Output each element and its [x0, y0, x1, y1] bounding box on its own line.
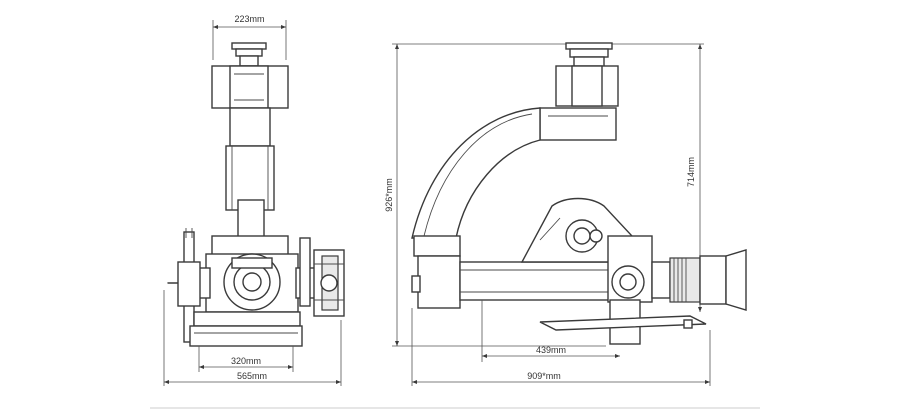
front-right-knob — [299, 237, 345, 317]
dim-label-714: 714mm — [686, 157, 696, 187]
front-view: 223mm — [163, 14, 345, 386]
dim-label-909: 909*mm — [527, 371, 561, 381]
side-head — [539, 42, 619, 141]
dim-label-439: 439mm — [536, 345, 566, 355]
front-head — [211, 42, 289, 109]
dim-side-439: 439mm — [481, 300, 620, 362]
front-left-handle — [177, 228, 201, 343]
dim-front-top: 223mm — [212, 14, 287, 60]
dim-label-223: 223mm — [234, 14, 264, 24]
dim-label-565: 565mm — [237, 371, 267, 381]
dim-side-926: 926*mm — [384, 43, 606, 347]
front-body — [205, 235, 299, 313]
dim-label-320: 320mm — [231, 356, 261, 366]
side-lens — [651, 249, 747, 311]
dim-label-926: 926*mm — [384, 178, 394, 212]
dim-side-909: 909*mm — [411, 308, 711, 386]
side-base-plate — [539, 315, 707, 331]
dim-front-565: 565mm — [163, 290, 342, 386]
side-lower-arm — [411, 235, 619, 309]
front-base — [189, 311, 303, 347]
side-tilt-knob — [607, 235, 653, 345]
side-camera-body — [520, 197, 633, 263]
side-view: 926*mm 714mm — [384, 42, 747, 386]
front-column — [225, 107, 275, 241]
dim-front-320: 320mm — [198, 346, 294, 372]
side-curved-arm — [411, 107, 541, 239]
